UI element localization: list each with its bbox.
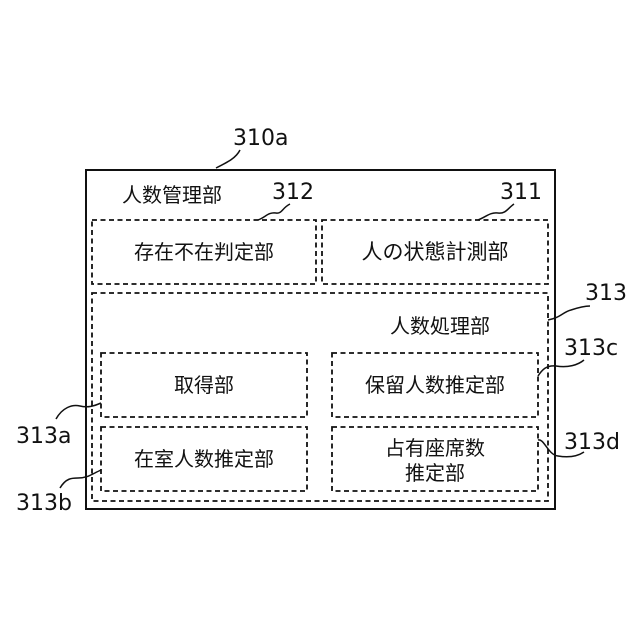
- leader-311: [478, 204, 514, 220]
- people-processing-label: 人数処理部: [390, 314, 490, 338]
- ref-310a: 310a: [233, 126, 288, 151]
- manager-title: 人数管理部: [122, 183, 222, 207]
- acquisition-label: 取得部: [174, 373, 234, 397]
- leader-313c: [538, 360, 584, 376]
- seat-count-label-line2: 推定部: [405, 461, 465, 485]
- room-count-label: 在室人数推定部: [134, 447, 274, 471]
- presence-judgment-label: 存在不在判定部: [134, 240, 274, 264]
- ref-312: 312: [272, 180, 314, 205]
- leader-313a: [56, 403, 101, 419]
- seat-count-label-line1: 占有座席数: [385, 436, 485, 460]
- leader-313b: [60, 470, 101, 488]
- hold-count-label: 保留人数推定部: [365, 373, 505, 397]
- ref-313a: 313a: [16, 424, 71, 449]
- ref-313: 313: [585, 281, 627, 306]
- ref-311: 311: [500, 180, 542, 205]
- leader-312: [258, 204, 290, 220]
- state-measurement-label: 人の状態計測部: [362, 240, 509, 264]
- leader-310a: [216, 150, 240, 168]
- ref-313b: 313b: [16, 491, 72, 516]
- ref-313d: 313d: [564, 430, 620, 455]
- ref-313c: 313c: [564, 336, 618, 361]
